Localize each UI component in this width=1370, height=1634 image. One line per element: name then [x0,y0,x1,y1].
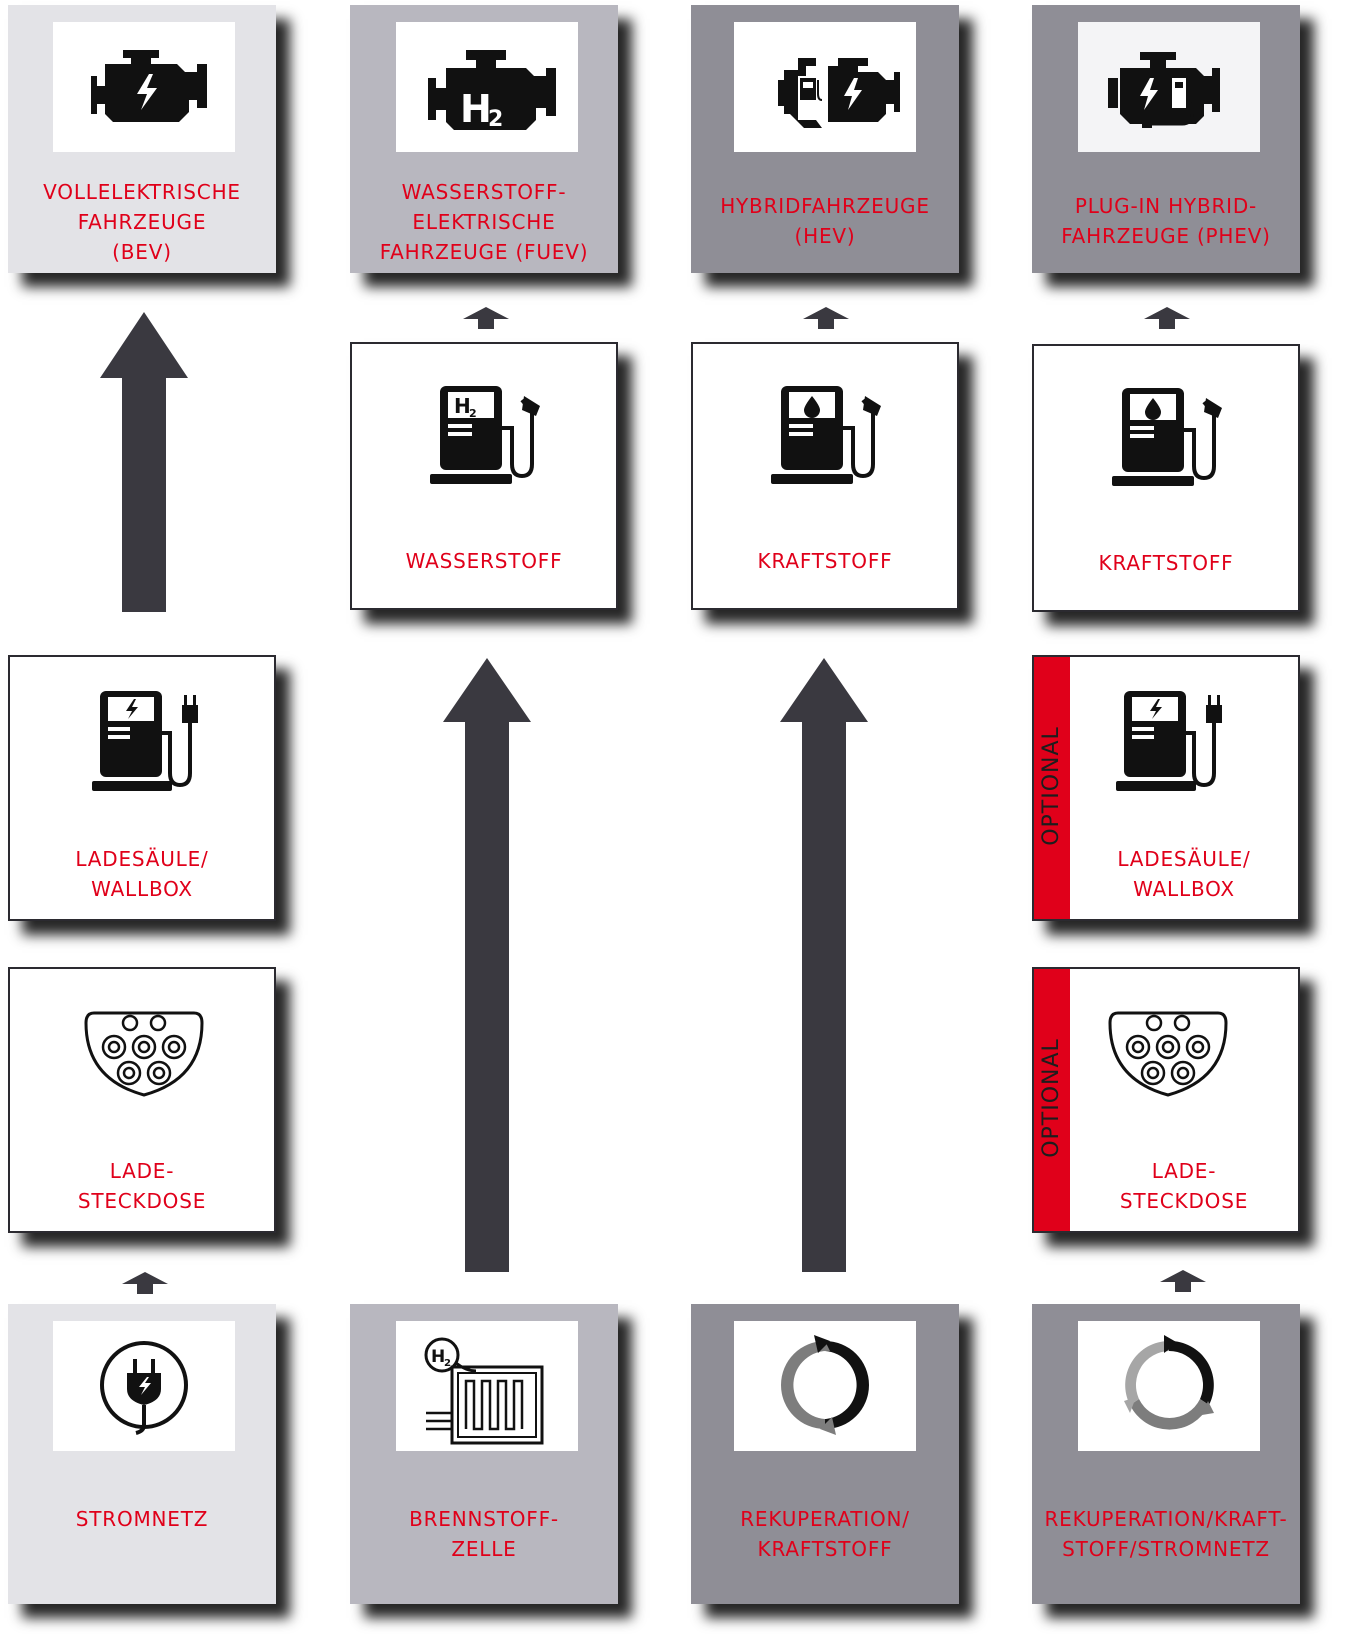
charging-station-label-line1: LADESÄULE/ [1117,847,1251,871]
charging-socket-label-line1: LADE- [109,1159,175,1183]
arrow-up-large [780,658,868,1272]
charging-station-card: LADESÄULE/ WALLBOX [8,655,276,921]
fuel-label-line1: KRAFTSTOFF [1098,551,1234,575]
optional-band [1034,657,1070,919]
engine-plugin-hybrid-icon [1078,22,1260,152]
fuel-label: KRAFTSTOFF [693,546,957,576]
fuel-pump-icon [1092,374,1240,498]
charging-station-label-line2: WALLBOX [91,877,193,901]
source-card-stromnetz: STROMNETZ [8,1304,276,1604]
source-label-line1: BRENNSTOFF- [409,1507,559,1531]
source-label: BRENNSTOFF- ZELLE [350,1504,618,1564]
power-plug-icon [53,1321,235,1451]
engine-electric-icon [53,22,235,152]
charging-station-card-phev: OPTIONAL LADESÄULE/ WALLBOX [1032,655,1300,921]
svg-text:2: 2 [488,107,503,132]
recuperation-icon [734,1321,916,1451]
vehicle-label: HYBRIDFAHRZEUGE (HEV) [691,191,959,251]
source-card-rekuperation-kraftstoff-stromnetz: REKUPERATION/KRAFT- STOFF/STROMNETZ [1032,1304,1300,1604]
vehicle-label-line3: FAHRZEUGE (FUEV) [379,240,589,264]
optional-band [1034,969,1070,1231]
svg-text:2: 2 [469,407,477,420]
source-label-line2: KRAFTSTOFF [757,1537,893,1561]
svg-text:2: 2 [444,1358,451,1369]
vehicle-label: VOLLELEKTRISCHE FAHRZEUGE (BEV) [8,177,276,267]
source-label-line1: STROMNETZ [75,1507,209,1531]
vehicle-label-line2: FAHRZEUGE (PHEV) [1061,224,1271,248]
engine-hydrogen-icon: H 2 [396,22,578,152]
source-label: REKUPERATION/KRAFT- STOFF/STROMNETZ [1032,1504,1300,1564]
charging-station-icon [1098,683,1238,807]
charging-socket-label-line2: STECKDOSE [77,1189,207,1213]
charging-station-label: LADESÄULE/ WALLBOX [10,844,274,904]
engine-hybrid-icon [734,22,916,152]
arrow-up-small [463,307,509,329]
vehicle-label-line2: ELEKTRISCHE [412,210,556,234]
charging-socket-card-phev: OPTIONAL LADE- STECKDOSE [1032,967,1300,1233]
vehicle-label-line3: (BEV) [112,240,172,264]
vehicle-card-fuev: H 2 WASSERSTOFF- ELEKTRISCHE FAHRZEUGE (… [350,5,618,273]
source-label: STROMNETZ [8,1504,276,1534]
source-label: REKUPERATION/ KRAFTSTOFF [691,1504,959,1564]
arrow-up-small [803,307,849,329]
source-label-line2: STOFF/STROMNETZ [1062,1537,1270,1561]
vehicle-label-line1: WASSERSTOFF- [401,180,567,204]
vehicle-label: PLUG-IN HYBRID- FAHRZEUGE (PHEV) [1032,191,1300,251]
fuel-label: WASSERSTOFF [352,546,616,576]
charging-socket-icon [1104,999,1232,1103]
fuel-card-hydrogen: H 2 WASSERSTOFF [350,342,618,610]
vehicle-label: WASSERSTOFF- ELEKTRISCHE FAHRZEUGE (FUEV… [350,177,618,267]
fuel-pump-icon [751,372,899,496]
fuel-card-kraftstoff: KRAFTSTOFF [691,342,959,610]
vehicle-label-line1: VOLLELEKTRISCHE [43,180,241,204]
vehicle-label-line1: HYBRIDFAHRZEUGE [720,194,930,218]
arrow-up-large [100,312,188,612]
vehicle-label-line2: FAHRZEUGE [77,210,207,234]
charging-socket-label: LADE- STECKDOSE [10,1156,274,1216]
charging-station-label-line2: WALLBOX [1133,877,1235,901]
source-card-brennstoffzelle: H 2 BRENNSTOFF- ZELLE [350,1304,618,1604]
charging-socket-label-line2: STECKDOSE [1119,1189,1249,1213]
charging-station-label: LADESÄULE/ WALLBOX [1070,844,1298,904]
charging-station-icon [74,683,214,807]
svg-text:H: H [454,394,471,418]
arrow-up-small [1144,307,1190,329]
source-label-line1: REKUPERATION/ [740,1507,910,1531]
fuel-cell-icon: H 2 [396,1321,578,1451]
vehicle-label-line2: (HEV) [794,224,856,248]
vehicle-card-phev: PLUG-IN HYBRID- FAHRZEUGE (PHEV) [1032,5,1300,273]
arrow-up-large [443,658,531,1272]
optional-label: OPTIONAL [1039,1038,1064,1158]
charging-station-label-line1: LADESÄULE/ [75,847,209,871]
svg-text:H: H [460,87,492,131]
charging-socket-card: LADE- STECKDOSE [8,967,276,1233]
charging-socket-icon [80,999,208,1103]
fuel-label: KRAFTSTOFF [1034,548,1298,578]
vehicle-card-hev: HYBRIDFAHRZEUGE (HEV) [691,5,959,273]
fuel-label-line1: WASSERSTOFF [405,549,563,573]
hydrogen-pump-icon: H 2 [410,372,558,496]
fuel-card-kraftstoff-phev: KRAFTSTOFF [1032,344,1300,612]
charging-socket-label: LADE- STECKDOSE [1070,1156,1298,1216]
charging-socket-label-line1: LADE- [1151,1159,1217,1183]
source-label-line2: ZELLE [451,1537,517,1561]
vehicle-card-bev: VOLLELEKTRISCHE FAHRZEUGE (BEV) [8,5,276,273]
optional-label: OPTIONAL [1039,726,1064,846]
source-label-line1: REKUPERATION/KRAFT- [1044,1507,1288,1531]
svg-text:H: H [431,1347,445,1367]
source-card-rekuperation: REKUPERATION/ KRAFTSTOFF [691,1304,959,1604]
arrow-up-small [1160,1270,1206,1292]
recuperation-plug-icon [1078,1321,1260,1451]
fuel-label-line1: KRAFTSTOFF [757,549,893,573]
arrow-up-small [122,1272,168,1294]
vehicle-label-line1: PLUG-IN HYBRID- [1074,194,1258,218]
